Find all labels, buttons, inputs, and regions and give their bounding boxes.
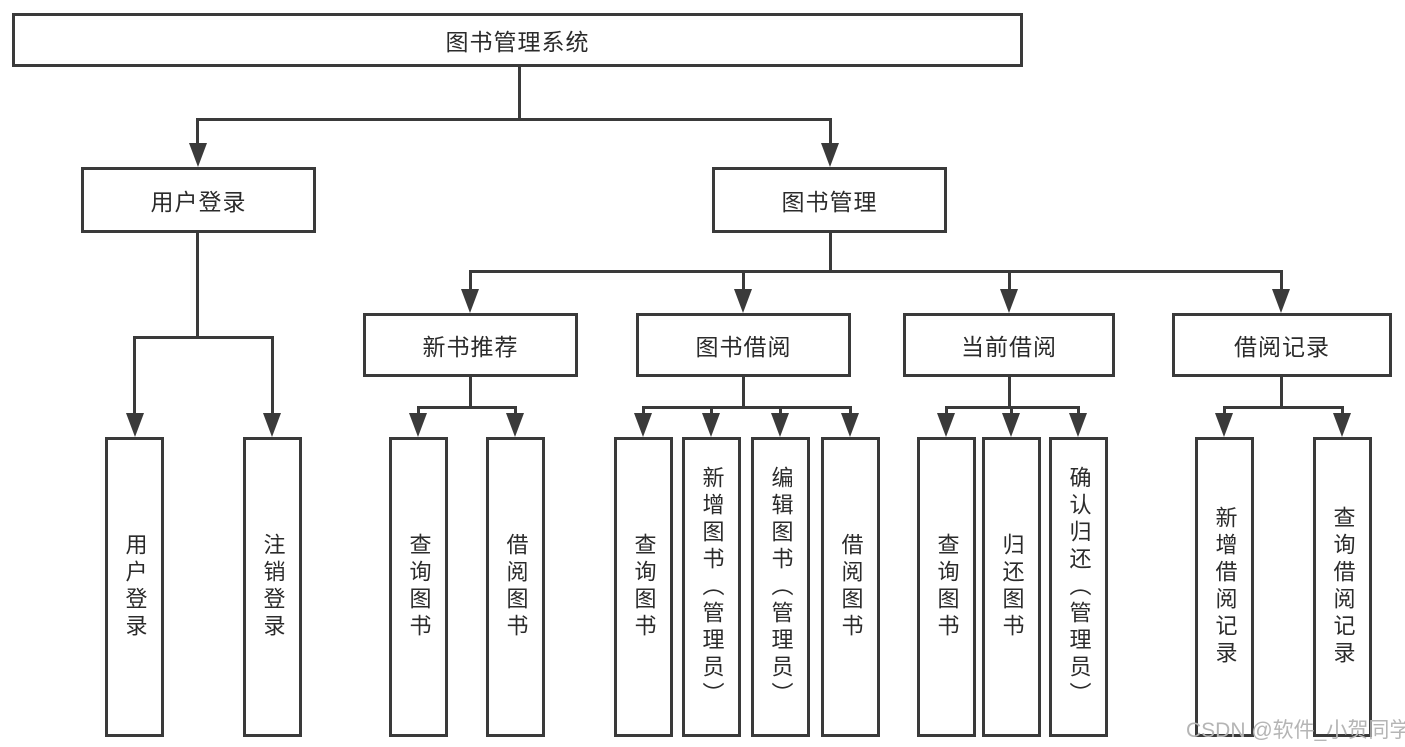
- connector-to-new-book-recommend: [469, 271, 472, 291]
- node-book-borrowing: 图书借阅: [636, 313, 851, 377]
- node-cb-confirm-return-admin-label: 确认归还（管理员）: [1066, 465, 1092, 709]
- node-nbr-borrow-books-label: 借阅图书: [503, 533, 529, 641]
- connector-to-user-login: [196, 119, 199, 146]
- connector-to-logout: [271, 337, 274, 415]
- arrowhead-new-book-recommend: [461, 289, 479, 313]
- node-logout: 注销登录: [243, 437, 302, 737]
- connector-user-login-rail: [133, 336, 274, 339]
- arrowhead-cb-return: [1002, 413, 1020, 437]
- connector-to-bb-add: [710, 407, 713, 415]
- connector-to-book-management: [829, 119, 832, 146]
- node-bb-edit-books-admin: 编辑图书（管理员）: [751, 437, 810, 737]
- connector-bb-rail: [642, 406, 852, 409]
- connector-to-current-borrowing: [1008, 271, 1011, 291]
- connector-bb-stem: [742, 377, 745, 407]
- node-bb-edit-books-admin-label: 编辑图书（管理员）: [768, 465, 794, 709]
- node-borrowing-records: 借阅记录: [1172, 313, 1392, 377]
- connector-br-rail: [1223, 406, 1344, 409]
- arrowhead-login: [126, 413, 144, 437]
- connector-to-nbr-query: [417, 407, 420, 415]
- arrowhead-book-borrowing: [734, 289, 752, 313]
- node-bb-query-books-label: 查询图书: [631, 533, 657, 641]
- connector-to-bb-query: [642, 407, 645, 415]
- node-current-borrowing: 当前借阅: [903, 313, 1115, 377]
- node-nbr-query-books-label: 查询图书: [406, 533, 432, 641]
- arrowhead-borrowing-records: [1272, 289, 1290, 313]
- connector-root-stem: [518, 67, 521, 120]
- connector-to-br-add: [1223, 407, 1226, 415]
- arrowhead-bb-add: [702, 413, 720, 437]
- node-cb-return-books: 归还图书: [982, 437, 1041, 737]
- node-borrowing-records-label: 借阅记录: [1234, 334, 1330, 360]
- connector-level3-rail: [469, 270, 1283, 273]
- node-book-management-branch: 图书管理: [712, 167, 947, 233]
- arrowhead-bb-query: [634, 413, 652, 437]
- connector-level1-rail: [196, 118, 832, 121]
- arrowhead-book-management: [821, 143, 839, 167]
- node-book-borrowing-label: 图书借阅: [695, 334, 792, 360]
- arrowhead-bb-borrow: [841, 413, 859, 437]
- connector-nbr-stem: [469, 377, 472, 407]
- arrowhead-br-query: [1333, 413, 1351, 437]
- node-br-query-borrow-record-label: 查询借阅记录: [1330, 506, 1356, 668]
- node-bb-borrow-books-label: 借阅图书: [838, 533, 864, 641]
- connector-to-login: [133, 337, 136, 415]
- connector-to-borrowing-records: [1280, 271, 1283, 291]
- node-logout-label: 注销登录: [260, 533, 286, 641]
- arrowhead-nbr-borrow: [506, 413, 524, 437]
- node-cb-query-books: 查询图书: [917, 437, 976, 737]
- arrowhead-user-login: [189, 143, 207, 167]
- connector-to-nbr-borrow: [514, 407, 517, 415]
- arrowhead-nbr-query: [409, 413, 427, 437]
- connector-to-br-query: [1341, 407, 1344, 415]
- connector-to-cb-query: [945, 407, 948, 415]
- arrowhead-logout: [263, 413, 281, 437]
- node-cb-return-books-label: 归还图书: [999, 533, 1025, 641]
- node-bb-add-books-admin-label: 新增图书（管理员）: [699, 465, 725, 709]
- node-library-system-root-label: 图书管理系统: [445, 29, 590, 55]
- connector-to-bb-edit: [779, 407, 782, 415]
- connector-br-stem: [1280, 377, 1283, 407]
- connector-to-book-borrowing: [742, 271, 745, 291]
- node-library-system-root: 图书管理系统: [12, 13, 1023, 67]
- connector-cb-stem: [1008, 377, 1011, 407]
- node-book-management-branch-label: 图书管理: [781, 189, 878, 215]
- node-bb-borrow-books: 借阅图书: [821, 437, 880, 737]
- connector-to-bb-borrow: [849, 407, 852, 415]
- connector-to-cb-return: [1010, 407, 1013, 415]
- node-current-borrowing-label: 当前借阅: [961, 334, 1057, 360]
- node-login: 用户登录: [105, 437, 164, 737]
- connector-book-management-stem: [829, 232, 832, 271]
- arrowhead-cb-query: [937, 413, 955, 437]
- node-bb-query-books: 查询图书: [614, 437, 673, 737]
- arrowhead-bb-edit: [771, 413, 789, 437]
- csdn-watermark: CSDN @软件_小贺同学: [1186, 719, 1405, 742]
- arrowhead-br-add: [1215, 413, 1233, 437]
- connector-to-cb-confirm: [1077, 407, 1080, 415]
- node-br-add-borrow-record: 新增借阅记录: [1195, 437, 1254, 737]
- node-nbr-borrow-books: 借阅图书: [486, 437, 545, 737]
- node-user-login-branch-label: 用户登录: [150, 189, 247, 215]
- node-new-book-recommend-label: 新书推荐: [422, 334, 519, 360]
- node-br-add-borrow-record-label: 新增借阅记录: [1212, 506, 1238, 668]
- connector-user-login-stem: [196, 232, 199, 337]
- node-cb-query-books-label: 查询图书: [934, 533, 960, 641]
- arrowhead-cb-confirm: [1069, 413, 1087, 437]
- node-new-book-recommend: 新书推荐: [363, 313, 578, 377]
- node-bb-add-books-admin: 新增图书（管理员）: [682, 437, 741, 737]
- node-user-login-branch: 用户登录: [81, 167, 316, 233]
- connector-nbr-rail: [417, 406, 517, 409]
- node-cb-confirm-return-admin: 确认归还（管理员）: [1049, 437, 1108, 737]
- arrowhead-current-borrowing: [1000, 289, 1018, 313]
- node-nbr-query-books: 查询图书: [389, 437, 448, 737]
- node-br-query-borrow-record: 查询借阅记录: [1313, 437, 1372, 737]
- node-login-label: 用户登录: [122, 533, 148, 641]
